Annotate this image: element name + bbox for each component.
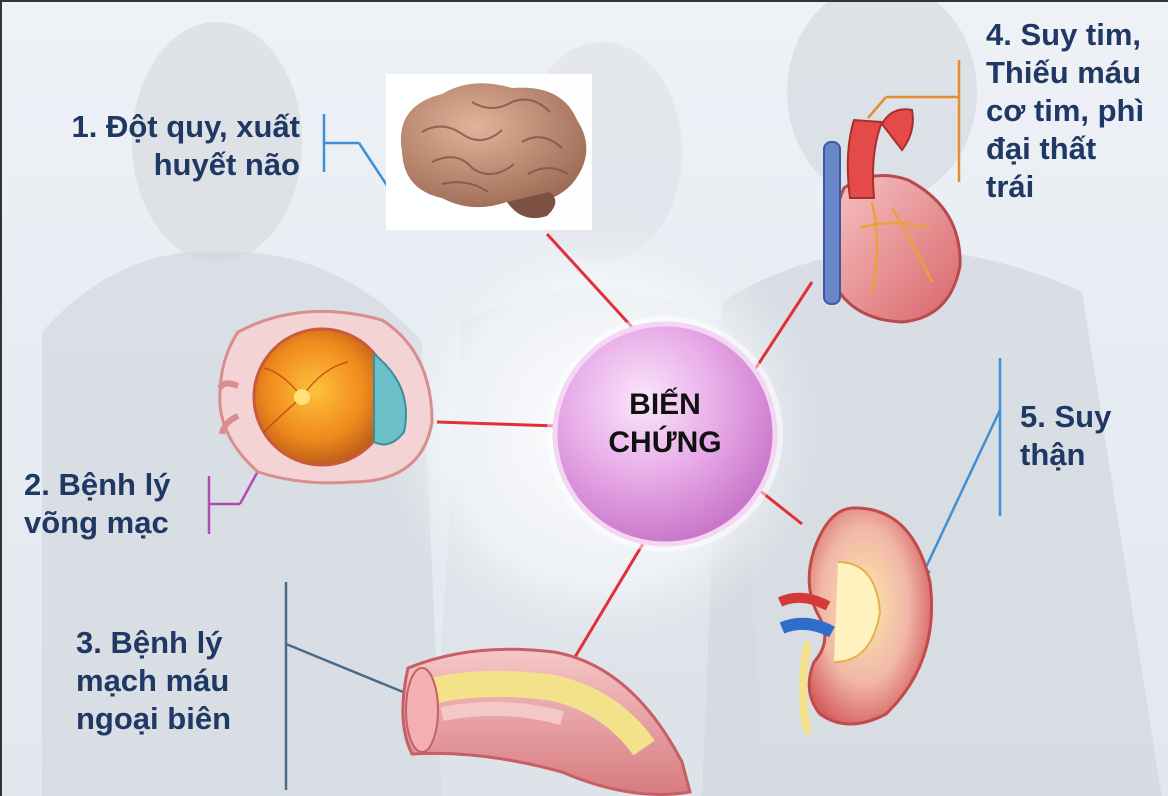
kidney-icon	[780, 508, 932, 734]
connector-artery	[566, 532, 650, 672]
label-stroke: 1. Đột quy, xuất huyết não	[0, 108, 300, 184]
label-retina: 2. Bệnh lý võng mạc	[24, 466, 224, 542]
center-label-line2: CHỨNG	[554, 424, 776, 462]
bracket-stroke	[324, 114, 390, 190]
label-retina-line2: võng mạc	[24, 504, 224, 542]
label-heart-line1: 4. Suy tim,	[986, 16, 1168, 54]
label-stroke-line2: huyết não	[0, 146, 300, 184]
heart-icon	[824, 109, 960, 322]
label-vascular-line1: 3. Bệnh lý	[76, 624, 276, 662]
connector-heart	[752, 282, 812, 374]
brain-icon	[386, 74, 592, 230]
artery-icon	[403, 649, 690, 794]
bracket-vascular	[286, 582, 408, 790]
label-vascular-line2: mạch máu	[76, 662, 276, 700]
label-kidney: 5. Suy thận	[1020, 398, 1160, 474]
label-heart-line2: Thiếu máu	[986, 54, 1168, 92]
label-kidney-line1: 5. Suy	[1020, 398, 1160, 436]
label-vascular-line3: ngoại biên	[76, 700, 276, 738]
connector-eye	[437, 422, 558, 426]
eye-icon	[220, 311, 432, 483]
label-kidney-line2: thận	[1020, 436, 1160, 474]
label-retina-line1: 2. Bệnh lý	[24, 466, 224, 504]
label-vascular: 3. Bệnh lý mạch máu ngoại biên	[76, 624, 276, 738]
center-label-line1: BIẾN	[554, 386, 776, 424]
bracket-kidney	[920, 358, 1000, 580]
center-label: BIẾN CHỨNG	[554, 386, 776, 462]
label-stroke-line1: 1. Đột quy, xuất	[0, 108, 300, 146]
label-heart: 4. Suy tim, Thiếu máu cơ tim, phì đại th…	[986, 16, 1168, 206]
label-heart-line5: trái	[986, 168, 1168, 206]
label-heart-line3: cơ tim, phì	[986, 92, 1168, 130]
label-heart-line4: đại thất	[986, 130, 1168, 168]
